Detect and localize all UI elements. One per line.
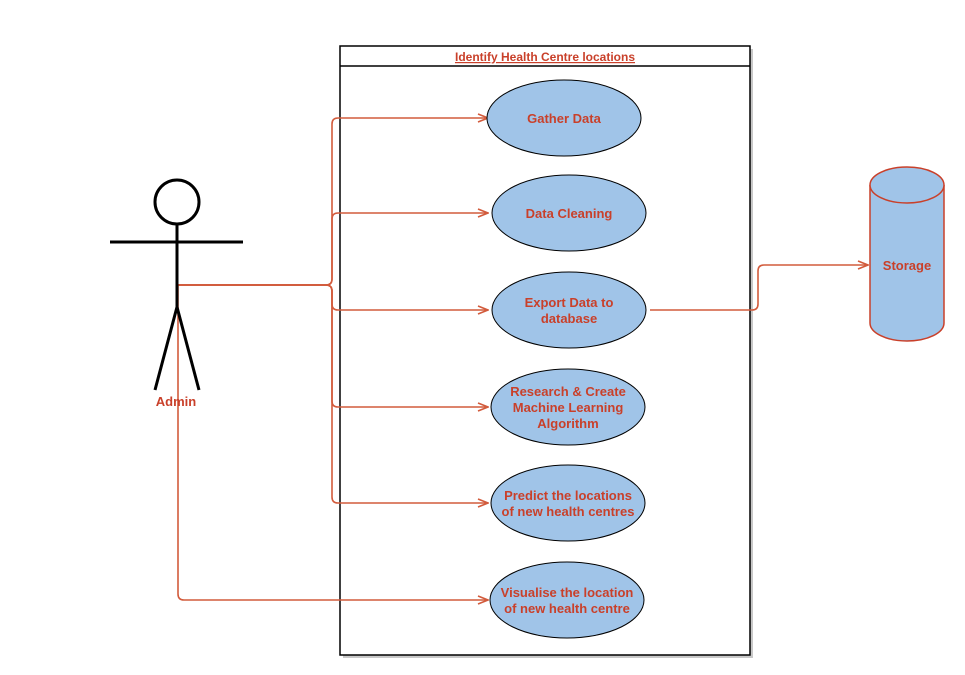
- storage-top: [869, 166, 945, 204]
- storage-cylinder: Storage: [869, 166, 945, 342]
- use-case-label: Machine Learning: [513, 400, 624, 415]
- actor-left-leg: [153, 306, 179, 391]
- use-case-gather: Gather Data: [486, 79, 642, 157]
- connector-storage: [650, 265, 868, 311]
- connector-visualise: [177, 285, 488, 600]
- actor-label: Admin: [156, 394, 197, 409]
- use-case-label: of new health centre: [504, 601, 630, 616]
- use-case-ellipse: [490, 368, 646, 446]
- actor-admin: Admin: [110, 178, 243, 409]
- storage-body: [869, 185, 945, 342]
- use-case-label: Algorithm: [537, 416, 598, 431]
- actor-head: [153, 178, 201, 226]
- storage-label: Storage: [883, 258, 931, 273]
- use-case-ellipse: [490, 464, 646, 542]
- use-case-label: Predict the locations: [504, 488, 632, 503]
- use-case-label: Data Cleaning: [526, 206, 613, 221]
- system-title: Identify Health Centre locations: [455, 50, 635, 64]
- use-case-label: Gather Data: [527, 111, 601, 126]
- use-case-label: Research & Create: [510, 384, 626, 399]
- actor-connectors: [177, 118, 488, 600]
- use-case-ellipse: [486, 79, 642, 157]
- use-case-label: Export Data to: [525, 295, 614, 310]
- use-case-label: database: [541, 311, 597, 326]
- use-case-ellipse: [491, 271, 647, 349]
- use-case-ellipse: [491, 174, 647, 252]
- actor-right-leg: [175, 306, 201, 391]
- use-case-cleaning: Data Cleaning: [491, 174, 647, 252]
- use-case-ellipse: [489, 561, 645, 639]
- connector-predict: [178, 284, 488, 503]
- use-case-label: of new health centres: [502, 504, 635, 519]
- use-case-label: Visualise the location: [501, 585, 634, 600]
